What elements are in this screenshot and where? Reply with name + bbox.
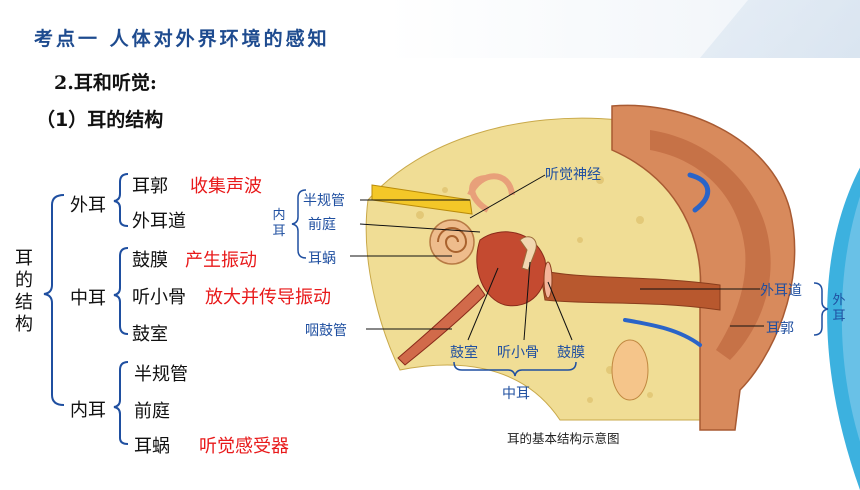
tree-outer-item-2: 外耳道	[132, 211, 186, 232]
page-title: 考点一 人体对外界环境的感知	[34, 28, 330, 50]
label-semicircular-canal: 半规管	[303, 193, 345, 209]
tree-middle-label: 中耳	[70, 288, 106, 309]
tree-inner-note-3: 听觉感受器	[199, 436, 289, 457]
diagram-caption: 耳的基本结构示意图	[507, 431, 620, 446]
label-eustachian-tube: 咽鼓管	[305, 323, 347, 339]
label-auditory-nerve: 听觉神经	[545, 167, 601, 183]
tree-inner-item-2: 前庭	[134, 401, 170, 422]
tree-inner-label: 内耳	[70, 400, 106, 421]
label-middle-ear: 中耳	[502, 386, 530, 402]
tree-root-label: 耳的结构	[15, 248, 33, 335]
tree-middle-item-2: 听小骨	[132, 287, 186, 308]
label-ossicles: 听小骨	[497, 345, 539, 361]
label-ear-canal: 外耳道	[760, 283, 802, 299]
tree-middle-item-1: 鼓膜	[132, 250, 168, 271]
label-vestibule: 前庭	[308, 217, 336, 233]
label-tympanic-cavity: 鼓室	[450, 345, 478, 361]
tree-outer-item-1: 耳郭	[132, 176, 168, 197]
tree-inner-item-3: 耳蜗	[134, 436, 170, 457]
label-outer-ear: 外耳	[832, 293, 846, 324]
label-eardrum: 鼓膜	[557, 345, 585, 361]
label-inner-ear: 内耳	[272, 208, 286, 239]
section-heading: 2.耳和听觉:	[54, 72, 157, 94]
tree-outer-note-1: 收集声波	[190, 176, 262, 197]
tree-middle-note-2: 放大并传导振动	[205, 287, 331, 308]
label-cochlea: 耳蜗	[308, 251, 336, 267]
right-decoration-sweep	[827, 167, 860, 490]
tree-middle-item-3: 鼓室	[132, 324, 168, 345]
section-subheading: （1）耳的结构	[36, 109, 164, 131]
tree-outer-label: 外耳	[70, 195, 106, 216]
tree-middle-note-1: 产生振动	[185, 250, 257, 271]
tree-inner-item-1: 半规管	[134, 364, 188, 385]
label-auricle: 耳郭	[766, 321, 794, 337]
